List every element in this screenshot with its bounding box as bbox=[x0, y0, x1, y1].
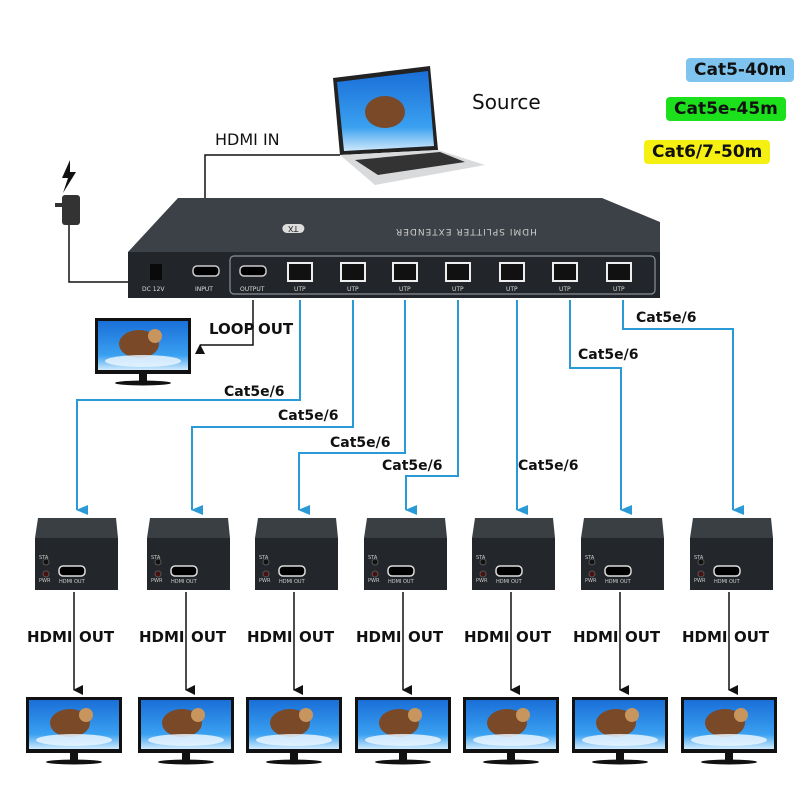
utp-port-label: UTP bbox=[347, 286, 359, 293]
receiver-port-label: STA bbox=[585, 555, 595, 561]
hdmi-out-label: HDMI bbox=[573, 628, 619, 646]
receiver-port-label: HDMI OUT bbox=[714, 579, 740, 585]
cable-label: Cat5e/6 bbox=[382, 458, 443, 474]
utp-port-label: UTP bbox=[613, 286, 625, 293]
hdmi-out-label: OUT bbox=[79, 628, 115, 646]
receiver-port-label: PWR bbox=[39, 578, 51, 584]
hdmi-out-label: OUT bbox=[299, 628, 335, 646]
receiver-port-label: PWR bbox=[368, 578, 380, 584]
receiver-port-label: PWR bbox=[259, 578, 271, 584]
receiver-port-label: HDMI OUT bbox=[171, 579, 197, 585]
hdmi-out-label: OUT bbox=[191, 628, 227, 646]
output-monitor bbox=[681, 697, 777, 765]
cable-line bbox=[298, 300, 406, 515]
hdmi-in-label: HDMI IN bbox=[215, 130, 280, 149]
legend-cat5e: Cat5e-45m bbox=[666, 97, 786, 121]
output-monitor bbox=[138, 697, 234, 765]
output-monitor bbox=[572, 697, 668, 765]
receiver-port-label: STA bbox=[151, 555, 161, 561]
laptop-icon bbox=[333, 66, 485, 185]
utp-port bbox=[392, 262, 418, 282]
cable-label: Cat5e/6 bbox=[578, 347, 639, 363]
hdmi-out-label: OUT bbox=[734, 628, 770, 646]
legend-cat5: Cat5-40m bbox=[686, 58, 795, 82]
legend-cat6: Cat6/7-50m bbox=[644, 140, 771, 164]
utp-port bbox=[445, 262, 471, 282]
cable-line bbox=[76, 300, 301, 515]
receiver-port-label: STA bbox=[39, 555, 49, 561]
receiver-port-label: PWR bbox=[476, 578, 488, 584]
utp-port-label: UTP bbox=[559, 286, 571, 293]
receiver-port-label: PWR bbox=[151, 578, 163, 584]
input-port-label: INPUT bbox=[195, 286, 213, 293]
utp-port bbox=[499, 262, 525, 282]
hdmi-out-label: HDMI bbox=[682, 628, 728, 646]
receiver-port-label: PWR bbox=[585, 578, 597, 584]
hdmi-out-label: HDMI bbox=[247, 628, 293, 646]
cable-line bbox=[191, 300, 354, 515]
cable-label: Cat5e/6 bbox=[278, 408, 339, 424]
hdmi-out-label: OUT bbox=[408, 628, 444, 646]
dc-port-label: DC 12V bbox=[142, 286, 165, 293]
hdmi-out-label: OUT bbox=[625, 628, 661, 646]
hdmi-out-label: HDMI bbox=[27, 628, 73, 646]
hdmi-out-label: HDMI bbox=[139, 628, 185, 646]
receiver-port-label: HDMI OUT bbox=[279, 579, 305, 585]
cable-label: Cat5e/6 bbox=[636, 310, 697, 326]
cable-label: Cat5e/6 bbox=[330, 435, 391, 451]
output-monitor bbox=[26, 697, 122, 765]
loop-label-right: OUT bbox=[258, 320, 294, 338]
receiver-port-label: HDMI OUT bbox=[605, 579, 631, 585]
cable-label: Cat5e/6 bbox=[224, 384, 285, 400]
source-label: Source bbox=[472, 90, 541, 114]
output-monitor bbox=[246, 697, 342, 765]
hdmi-out-label: HDMI bbox=[464, 628, 510, 646]
utp-port-label: UTP bbox=[452, 286, 464, 293]
utp-port bbox=[606, 262, 632, 282]
hdmi-out-label: OUT bbox=[516, 628, 552, 646]
output-port-label: OUTPUT bbox=[240, 286, 265, 293]
power-adapter-icon bbox=[62, 195, 80, 225]
power-bolt-icon bbox=[62, 160, 76, 193]
receiver-port-label: HDMI OUT bbox=[59, 579, 85, 585]
cable-line bbox=[405, 300, 459, 515]
splitter-title: HDMI SPLITTER EXTENDER bbox=[395, 226, 537, 236]
splitter-device bbox=[128, 198, 660, 298]
output-monitor bbox=[355, 697, 451, 765]
utp-port-label: UTP bbox=[294, 286, 306, 293]
utp-port bbox=[552, 262, 578, 282]
receiver-port-label: STA bbox=[259, 555, 269, 561]
tx-badge: TX bbox=[282, 224, 305, 233]
receiver-port-label: STA bbox=[694, 555, 704, 561]
hdmi-out-label: HDMI bbox=[356, 628, 402, 646]
receiver-port-label: HDMI OUT bbox=[496, 579, 522, 585]
output-monitor bbox=[463, 697, 559, 765]
receiver-port-label: STA bbox=[368, 555, 378, 561]
utp-port bbox=[340, 262, 366, 282]
cable-line bbox=[622, 300, 744, 515]
loop-monitor bbox=[95, 318, 191, 386]
utp-port bbox=[287, 262, 313, 282]
receiver-port-label: STA bbox=[476, 555, 486, 561]
cable-line bbox=[569, 300, 632, 515]
receiver-port-label: HDMI OUT bbox=[388, 579, 414, 585]
loop-label-left: LOOP bbox=[209, 320, 255, 338]
utp-port-label: UTP bbox=[506, 286, 518, 293]
receiver-port-label: PWR bbox=[694, 578, 706, 584]
utp-port-label: UTP bbox=[399, 286, 411, 293]
cable-label: Cat5e/6 bbox=[518, 458, 579, 474]
